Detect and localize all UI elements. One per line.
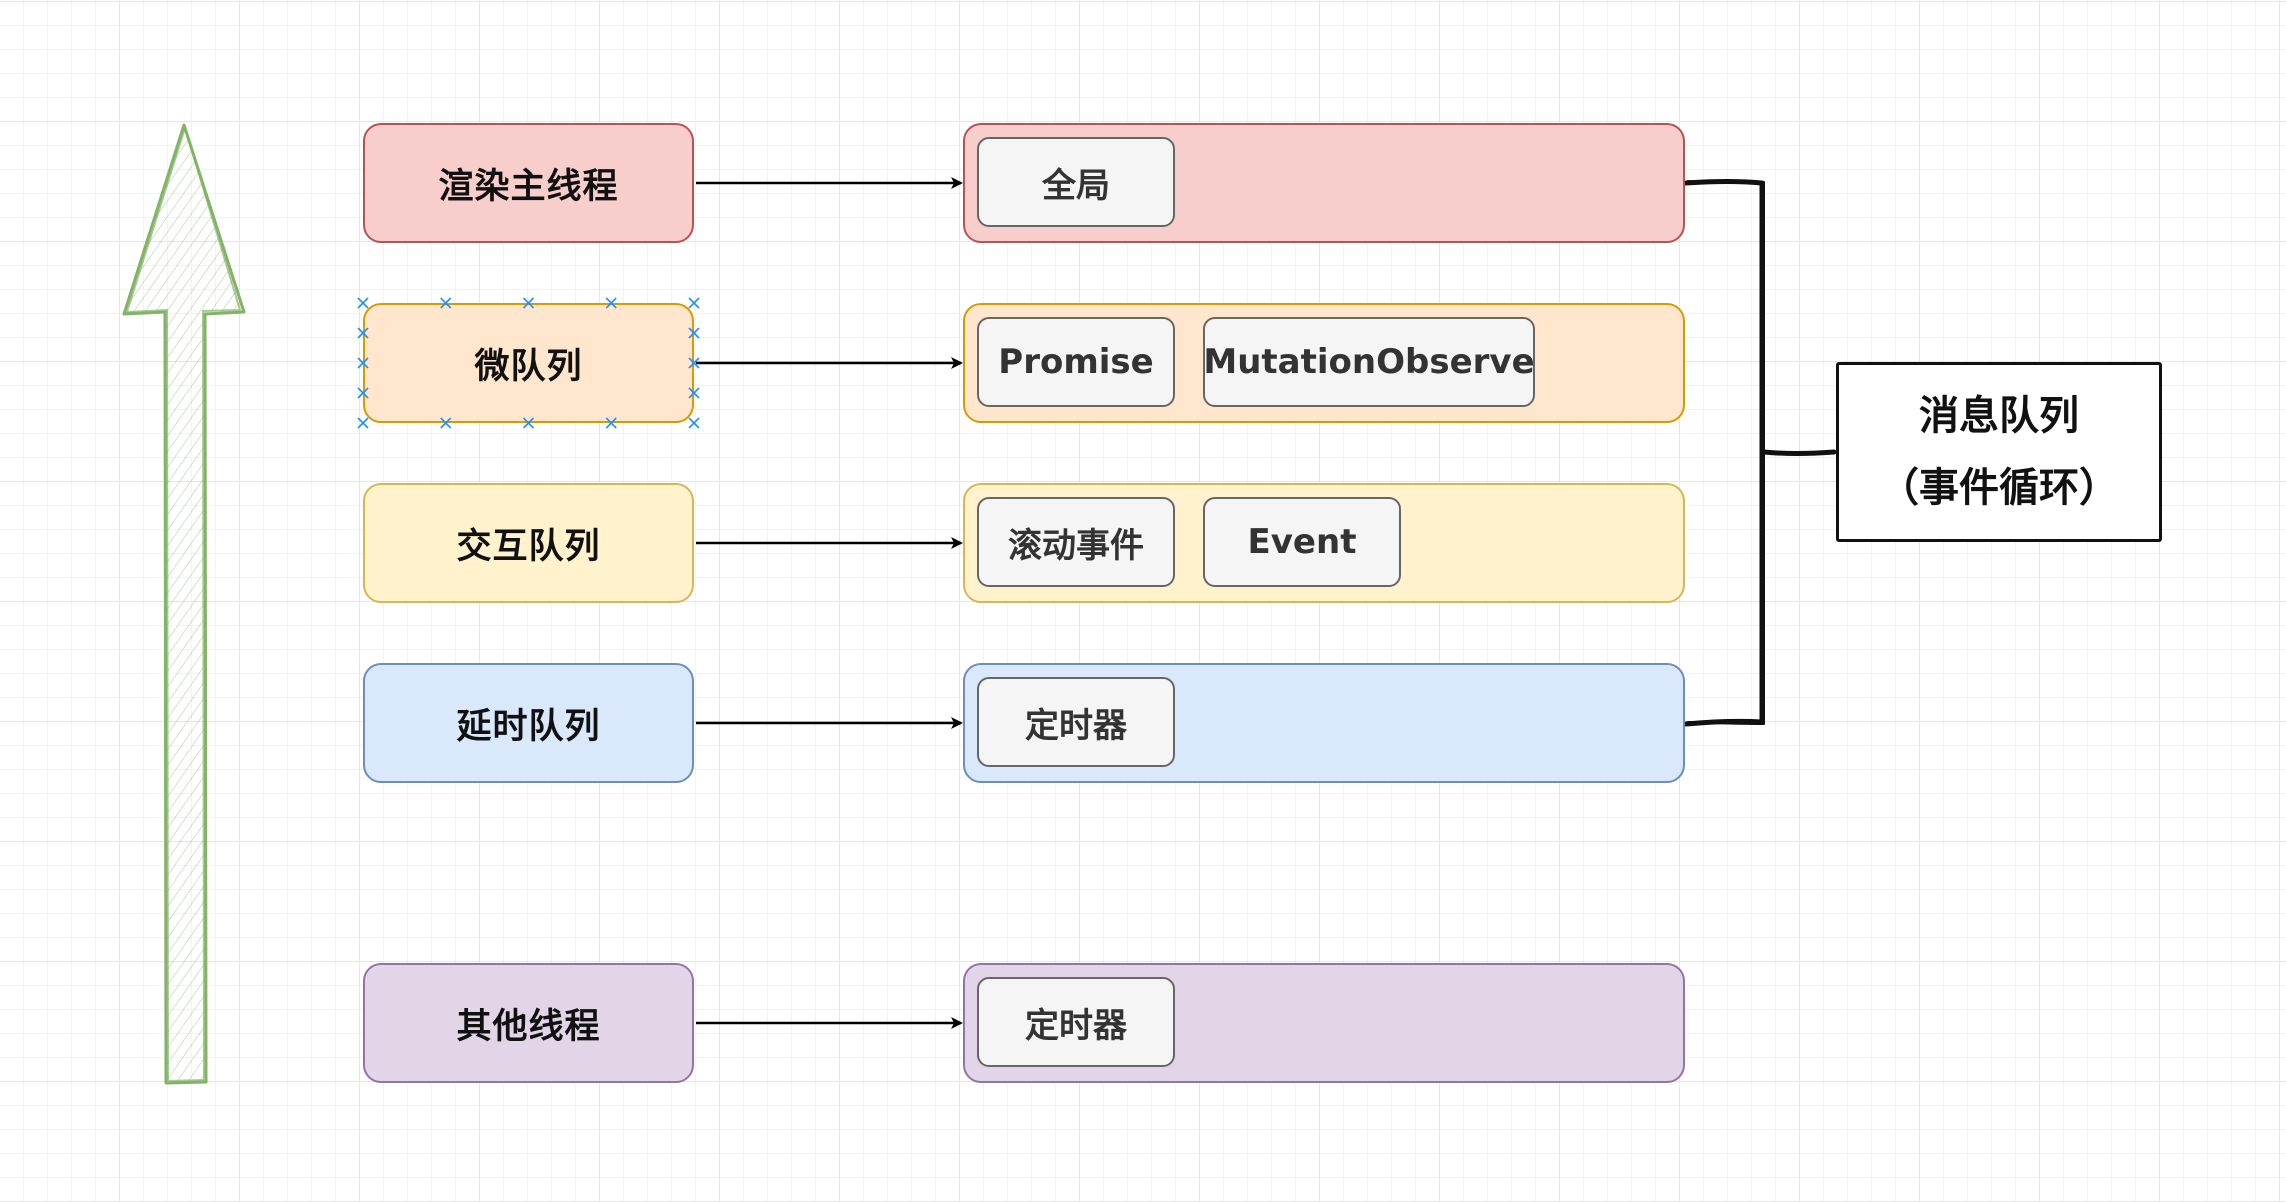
selection-handle[interactable] xyxy=(605,297,617,309)
task-chip-item-0[interactable]: 滚动事件 xyxy=(977,497,1175,587)
selection-handle[interactable] xyxy=(357,387,369,399)
task-chip-item-0[interactable]: 定时器 xyxy=(977,677,1175,767)
queue-label-box[interactable]: 渲染主线程 xyxy=(363,123,694,243)
selection-handle[interactable] xyxy=(688,327,700,339)
curly-brace-icon xyxy=(1683,179,1837,727)
task-chip-event[interactable]: Event xyxy=(1203,497,1401,587)
queue-label: 交互队列 xyxy=(456,526,601,567)
queue-label-box[interactable]: 交互队列 xyxy=(363,483,694,603)
selection-handle[interactable] xyxy=(440,417,452,429)
message-queue-title: 消息队列 xyxy=(1919,393,2079,439)
task-chip-mutationobserve[interactable]: MutationObserve xyxy=(1203,317,1535,407)
queue-row-container[interactable]: 全局 xyxy=(963,123,1685,243)
queue-row-container[interactable]: Promise MutationObserve xyxy=(963,303,1685,423)
queue-row-container[interactable]: 滚动事件 Event xyxy=(963,483,1685,603)
queue-label-box[interactable]: 延时队列 xyxy=(363,663,694,783)
queue-label: 其他线程 xyxy=(456,1006,601,1047)
selection-handle[interactable] xyxy=(688,417,700,429)
selection-handle[interactable] xyxy=(688,357,700,369)
message-queue-subtitle: （事件循环） xyxy=(1879,465,2119,511)
selection-handle[interactable] xyxy=(357,297,369,309)
task-chip-item-0[interactable]: 定时器 xyxy=(977,977,1175,1067)
queue-row-container[interactable]: 定时器 xyxy=(963,963,1685,1083)
selection-handle[interactable] xyxy=(688,387,700,399)
up-arrow-icon[interactable] xyxy=(122,123,246,1085)
selection-handle[interactable] xyxy=(605,417,617,429)
queue-label: 渲染主线程 xyxy=(438,166,619,207)
message-queue-box[interactable]: 消息队列 （事件循环） xyxy=(1836,362,2162,542)
selection-handle[interactable] xyxy=(357,417,369,429)
task-chip-item-0[interactable]: 全局 xyxy=(977,137,1175,227)
selection-handle[interactable] xyxy=(688,297,700,309)
queue-label: 延时队列 xyxy=(456,706,601,747)
selection-handle[interactable] xyxy=(357,327,369,339)
task-chip-promise[interactable]: Promise xyxy=(977,317,1175,407)
selection-handle[interactable] xyxy=(357,357,369,369)
selection-handle[interactable] xyxy=(522,297,535,309)
queue-label-box[interactable]: 其他线程 xyxy=(363,963,694,1083)
queue-label: 微队列 xyxy=(474,346,583,387)
selection-handle[interactable] xyxy=(522,417,535,429)
selection-handle[interactable] xyxy=(440,297,452,309)
queue-row-container[interactable]: 定时器 xyxy=(963,663,1685,783)
